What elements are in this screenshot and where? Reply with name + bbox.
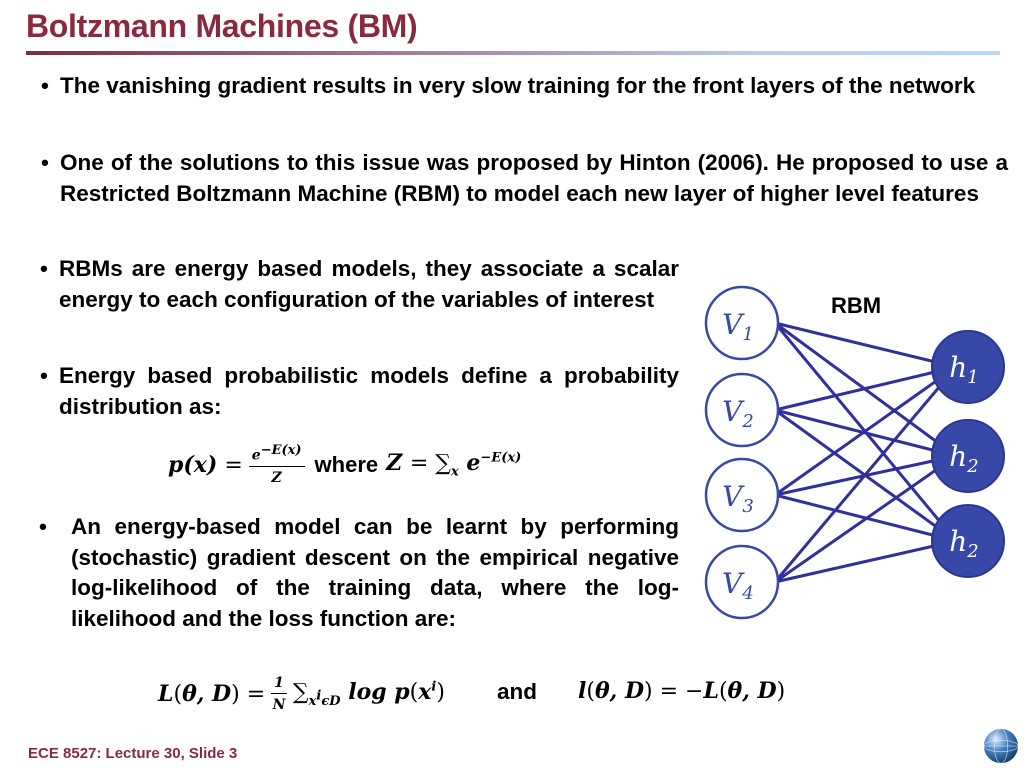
label-v1: V1	[722, 308, 754, 345]
bullet-hinton-solution: • One of the solutions to this issue was…	[41, 148, 1008, 209]
bullet-text: Energy based probabilistic models define…	[59, 363, 679, 419]
label-h2: h2	[949, 440, 979, 477]
bullet-vanishing-gradient: • The vanishing gradient results in very…	[41, 71, 1008, 102]
formula-px-lhs: p(x) =	[168, 452, 243, 478]
label-h3: h2	[949, 525, 979, 562]
log-likelihood-formula: L(θ, D) = 1 N ∑xiϵD log p(xi)	[158, 674, 445, 713]
probability-formula: p(x) = e−E(x) Z where Z = ∑x e−E(x)	[168, 440, 521, 490]
bullet-text: One of the solutions to this issue was p…	[60, 150, 1008, 206]
bullet-marker: •	[40, 256, 48, 281]
title-divider	[26, 51, 1000, 55]
label-h1: h1	[949, 351, 979, 388]
visible-node-v2	[704, 372, 780, 448]
bullet-text: An energy-based model can be learnt by p…	[71, 514, 679, 631]
bullet-marker: •	[41, 73, 49, 98]
formula-and: and	[497, 679, 538, 704]
bullet-probability-distribution: • Energy based probabilistic models defi…	[40, 361, 679, 422]
visible-node-v1	[704, 285, 780, 361]
label-v3: V3	[722, 480, 754, 517]
globe-logo-icon	[983, 728, 1019, 764]
formula-denominator: Z	[271, 469, 282, 486]
slide-title: Boltzmann Machines (BM)	[26, 8, 418, 44]
rbm-label: RBM	[831, 293, 882, 318]
bullet-gradient-descent: • An energy-based model can be learnt by…	[39, 512, 679, 634]
bullet-marker: •	[40, 363, 48, 388]
formula-fraction: e−E(x) Z	[248, 443, 305, 487]
rbm-edges	[773, 321, 958, 584]
bullet-text: The vanishing gradient results in very s…	[60, 73, 976, 98]
hidden-node-h1	[931, 330, 1005, 404]
formula-fraction: 1 N	[271, 674, 287, 713]
loss-formula: l(θ, D) = −L(θ, D)	[578, 678, 786, 704]
hidden-nodes	[931, 330, 1005, 578]
label-v4: V4	[722, 567, 754, 604]
formula-numerator: e−E(x)	[248, 443, 305, 467]
bullet-text: RBMs are energy based models, they assoc…	[59, 256, 679, 312]
visible-node-v4	[704, 544, 780, 620]
bullet-marker: •	[41, 150, 49, 175]
bullet-marker: •	[39, 514, 47, 539]
hidden-node-h2	[931, 419, 1005, 493]
slide-footer: ECE 8527: Lecture 30, Slide 3	[28, 745, 238, 762]
hidden-node-h3	[931, 504, 1005, 578]
visible-node-v3	[704, 457, 780, 533]
formula-z-def: Z = ∑x e−E(x)	[386, 450, 522, 480]
bullet-energy-models: • RBMs are energy based models, they ass…	[40, 254, 679, 315]
formula-where: where	[314, 452, 379, 477]
visible-nodes	[704, 285, 780, 620]
label-v2: V2	[722, 395, 754, 432]
